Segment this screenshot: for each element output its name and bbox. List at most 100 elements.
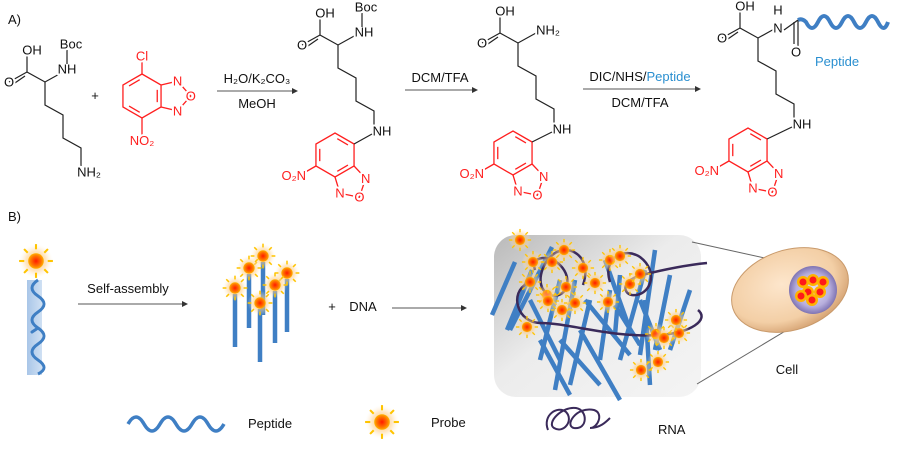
bond — [26, 52, 64, 83]
bond — [512, 163, 545, 196]
atom-label: NH — [373, 124, 392, 139]
legend-probe-label: Probe — [431, 415, 466, 430]
atom-label: OH — [315, 6, 335, 21]
probe-core — [799, 278, 807, 286]
nanofiber-rod — [613, 303, 642, 347]
atom-label: N — [335, 186, 344, 201]
bond — [749, 133, 762, 141]
probe-core — [797, 292, 805, 300]
bond — [531, 131, 553, 143]
step-1-reagents: H₂O/K₂CO₃ — [224, 71, 291, 86]
probe-icon — [222, 275, 248, 301]
bond — [315, 132, 355, 178]
bond — [337, 45, 375, 129]
probe-core — [816, 288, 824, 296]
atom-label: O₂N — [281, 168, 306, 183]
section-label-b: B) — [8, 209, 21, 224]
dna-label: DNA — [349, 299, 377, 314]
bond — [128, 79, 141, 87]
bond — [517, 43, 555, 127]
peptide-helix-icon — [126, 415, 226, 433]
atom-label: O — [791, 45, 801, 60]
bond — [484, 36, 499, 47]
bond — [160, 80, 192, 112]
bond — [493, 130, 533, 176]
cell-label: Cell — [776, 362, 799, 377]
probe-icon — [521, 250, 545, 274]
bond — [8, 71, 28, 83]
nanofiber-rod — [489, 261, 518, 316]
nbd-ring — [712, 127, 780, 193]
atom-label: O — [532, 188, 542, 203]
bond — [373, 128, 379, 131]
atom-label: OH — [735, 0, 755, 14]
step-1-solvent: MeOH — [238, 96, 276, 111]
bond — [336, 164, 349, 172]
bond — [514, 162, 527, 170]
bond — [783, 19, 799, 31]
atom-label: N — [773, 21, 782, 36]
atom-label: NO₂ — [130, 133, 155, 148]
bond — [299, 165, 317, 176]
peptide-chain-icon — [797, 14, 890, 30]
nanofiber-rod — [637, 249, 658, 356]
bond — [11, 75, 26, 86]
nanofiber-rod — [583, 298, 632, 357]
probe-icon — [515, 315, 539, 339]
nanofiber-rod — [578, 328, 622, 402]
dna-arrow — [392, 305, 467, 311]
section-label-a: A) — [8, 12, 21, 27]
bond — [712, 160, 730, 171]
synthesis-scheme: OHONHBocNH₂NONNO₂ClOHONHBocNONO₂NNHOHONH… — [2, 0, 890, 207]
bond — [319, 15, 357, 46]
probe-icon — [518, 270, 542, 294]
bond — [721, 27, 741, 39]
probe-icon — [236, 255, 262, 281]
probe-icon — [596, 290, 620, 314]
assembled-nanofibers — [222, 243, 300, 362]
atom-label: NH — [553, 122, 572, 137]
probe-icon — [628, 262, 652, 286]
atom-label: NH — [58, 62, 77, 77]
reaction-arrow-1: H₂O/K₂CO₃ MeOH — [217, 71, 298, 111]
bond — [747, 160, 780, 193]
peptide-label: Peptide — [815, 54, 859, 69]
nanofiber-rod — [567, 299, 593, 386]
self-assembly-arrow: Self-assembly — [78, 281, 188, 307]
reaction-arrow-2: DCM/TFA — [405, 70, 478, 93]
peptide-probe-conjugate — [19, 244, 53, 376]
probe-core — [819, 278, 827, 286]
bond — [128, 105, 141, 113]
atom-label: O — [4, 75, 14, 90]
bond — [481, 32, 501, 44]
complex-zoom-box — [489, 228, 708, 402]
bond — [304, 38, 319, 49]
reaction-arrow-3: DIC/NHS/Peptide DCM/TFA — [583, 69, 701, 110]
cell-illustration — [731, 247, 849, 333]
probe-icon — [262, 272, 288, 298]
bond — [499, 13, 537, 44]
atom-label: NH — [793, 117, 812, 132]
atom-label: NH — [355, 25, 374, 40]
nanofiber-rod — [558, 338, 602, 387]
atom-label: N — [361, 171, 370, 186]
legend-rna-label: RNA — [658, 422, 686, 437]
atom-label: O — [477, 36, 487, 51]
atom-label: O — [354, 190, 364, 205]
legend: Peptide Probe RNA — [126, 405, 686, 439]
bond — [44, 82, 82, 166]
legend-peptide-label: Peptide — [248, 416, 292, 431]
atom-label: O — [186, 89, 196, 104]
bond — [728, 127, 768, 173]
plus-sign: + — [91, 88, 99, 103]
step-3-solvent: DCM/TFA — [611, 95, 668, 110]
atom-label: O — [717, 31, 727, 46]
atom-label: N — [748, 181, 757, 196]
atom-label: OH — [495, 4, 515, 19]
bond — [334, 165, 367, 198]
bond — [749, 159, 762, 167]
